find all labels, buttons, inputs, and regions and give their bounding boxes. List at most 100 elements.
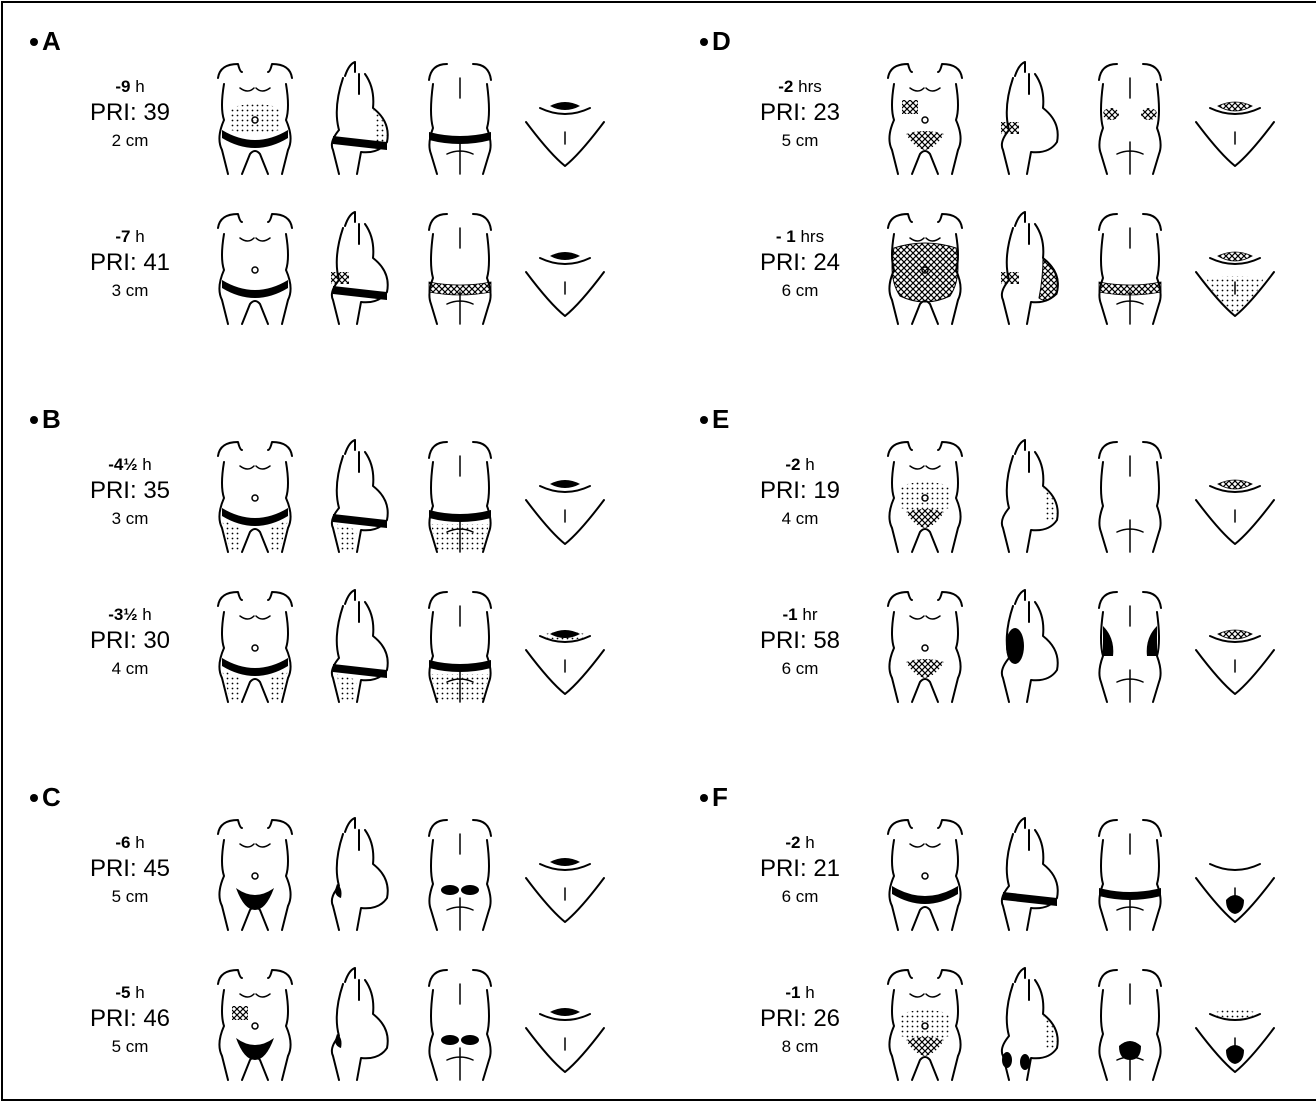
navel-outline bbox=[252, 873, 258, 879]
cross-lower-area bbox=[906, 131, 944, 150]
front-body-figure bbox=[880, 208, 970, 326]
assessment-row: -1 hPRI: 268 cm bbox=[700, 962, 1300, 1092]
cervical-dilation: 6 cm bbox=[740, 884, 860, 910]
back-body-figure bbox=[415, 964, 505, 1082]
time-value: -2 bbox=[785, 455, 800, 474]
neck-outline bbox=[1015, 440, 1029, 472]
shoulders-outline bbox=[888, 442, 962, 456]
cervical-dilation: 4 cm bbox=[70, 656, 190, 682]
dots-area bbox=[230, 104, 280, 133]
pri-score: PRI: 39 bbox=[70, 98, 190, 128]
cervical-dilation: 4 cm bbox=[740, 506, 860, 532]
legs-outline bbox=[912, 151, 938, 174]
torso-outline bbox=[889, 84, 960, 174]
shoulders-outline bbox=[888, 592, 962, 606]
time-before-delivery: -3½ h bbox=[70, 604, 190, 626]
pri-value: 41 bbox=[143, 249, 170, 276]
side-body-figure bbox=[315, 964, 405, 1082]
shoulders-outline bbox=[888, 970, 962, 984]
pri-label: PRI: bbox=[760, 627, 813, 654]
pri-value: 19 bbox=[813, 477, 840, 504]
pri-label: PRI: bbox=[90, 855, 143, 882]
back-body-figure bbox=[415, 586, 505, 704]
pri-score: PRI: 41 bbox=[70, 248, 190, 278]
groin-outline bbox=[1210, 864, 1260, 870]
cross-belly-area bbox=[1039, 258, 1058, 300]
assessment-row: -1 hrPRI: 586 cm bbox=[700, 584, 1300, 714]
time-value: -7 bbox=[115, 227, 130, 246]
time-value: -3½ bbox=[108, 605, 137, 624]
chest-outline bbox=[910, 616, 940, 619]
front-body-figure bbox=[210, 964, 300, 1082]
pelvis-figure bbox=[1190, 964, 1280, 1082]
dots-thigh-area bbox=[337, 524, 357, 552]
pri-label: PRI: bbox=[90, 99, 143, 126]
band-mark bbox=[429, 660, 491, 672]
pri-label: PRI: bbox=[90, 249, 143, 276]
front-body-figure bbox=[210, 58, 300, 176]
pri-score: PRI: 46 bbox=[70, 1004, 190, 1034]
spine-outline bbox=[1117, 984, 1143, 1080]
panel-letter: B bbox=[42, 404, 61, 435]
pelvis-figure bbox=[1190, 586, 1280, 704]
dots-thigh-area bbox=[431, 524, 489, 552]
assessment-text: -7 hPRI: 413 cm bbox=[70, 226, 190, 304]
back-outline bbox=[1002, 834, 1013, 930]
blob-sacrum-mark bbox=[1119, 1041, 1141, 1060]
navel-outline bbox=[922, 873, 928, 879]
torso-outline bbox=[889, 840, 960, 930]
time-unit: hrs bbox=[796, 227, 824, 246]
assessment-text: -5 hPRI: 465 cm bbox=[70, 982, 190, 1060]
shoulders-outline bbox=[888, 64, 962, 78]
flank-left-mark bbox=[1103, 626, 1113, 656]
torso-outline bbox=[219, 990, 290, 1080]
time-before-delivery: -9 h bbox=[70, 76, 190, 98]
front-body-figure bbox=[880, 58, 970, 176]
pri-value: 30 bbox=[143, 627, 170, 654]
time-before-delivery: -2 h bbox=[740, 454, 860, 476]
bullet-icon bbox=[700, 38, 708, 46]
legs-outline bbox=[242, 1057, 268, 1080]
shoulders-outline bbox=[218, 442, 292, 456]
side-body-figure bbox=[315, 814, 405, 932]
neck-outline bbox=[345, 818, 359, 850]
front-body-figure bbox=[880, 964, 970, 1082]
shoulders-outline bbox=[218, 592, 292, 606]
time-value: -2 bbox=[778, 77, 793, 96]
side-body-figure bbox=[315, 58, 405, 176]
neck-outline bbox=[1015, 968, 1029, 1000]
neck-outline bbox=[1015, 62, 1029, 94]
front-outline bbox=[1027, 830, 1058, 930]
neck-outline bbox=[345, 212, 359, 244]
spine-outline bbox=[1117, 834, 1143, 930]
bullet-icon bbox=[700, 416, 708, 424]
cross-top-mark bbox=[1218, 630, 1252, 639]
back-body-figure bbox=[1085, 436, 1175, 554]
cervical-dilation: 6 cm bbox=[740, 278, 860, 304]
pri-value: 35 bbox=[143, 477, 170, 504]
cross-band-mark bbox=[1099, 282, 1161, 295]
back-body-figure bbox=[1085, 964, 1175, 1082]
pri-score: PRI: 35 bbox=[70, 476, 190, 506]
side-body-figure bbox=[315, 208, 405, 326]
panel-a: A-9 hPRI: 392 cm-7 hPRI: 413 cm bbox=[30, 26, 630, 346]
bullet-icon bbox=[700, 794, 708, 802]
cervical-dilation: 6 cm bbox=[740, 656, 860, 682]
front-outline bbox=[357, 224, 388, 324]
shoulders-outline bbox=[888, 820, 962, 834]
top-mark bbox=[550, 480, 580, 488]
legs-outline bbox=[912, 1057, 938, 1080]
pri-value: 24 bbox=[813, 249, 840, 276]
cross-lower-area bbox=[906, 1037, 944, 1056]
cervical-dilation: 5 cm bbox=[70, 884, 190, 910]
kidney-left-mark bbox=[441, 1035, 459, 1045]
band-mark bbox=[222, 280, 288, 298]
cross-band-mark bbox=[429, 282, 491, 295]
front-outline bbox=[357, 452, 388, 552]
time-unit: h bbox=[800, 833, 814, 852]
panel-label: F bbox=[700, 782, 728, 813]
pri-score: PRI: 26 bbox=[740, 1004, 860, 1034]
